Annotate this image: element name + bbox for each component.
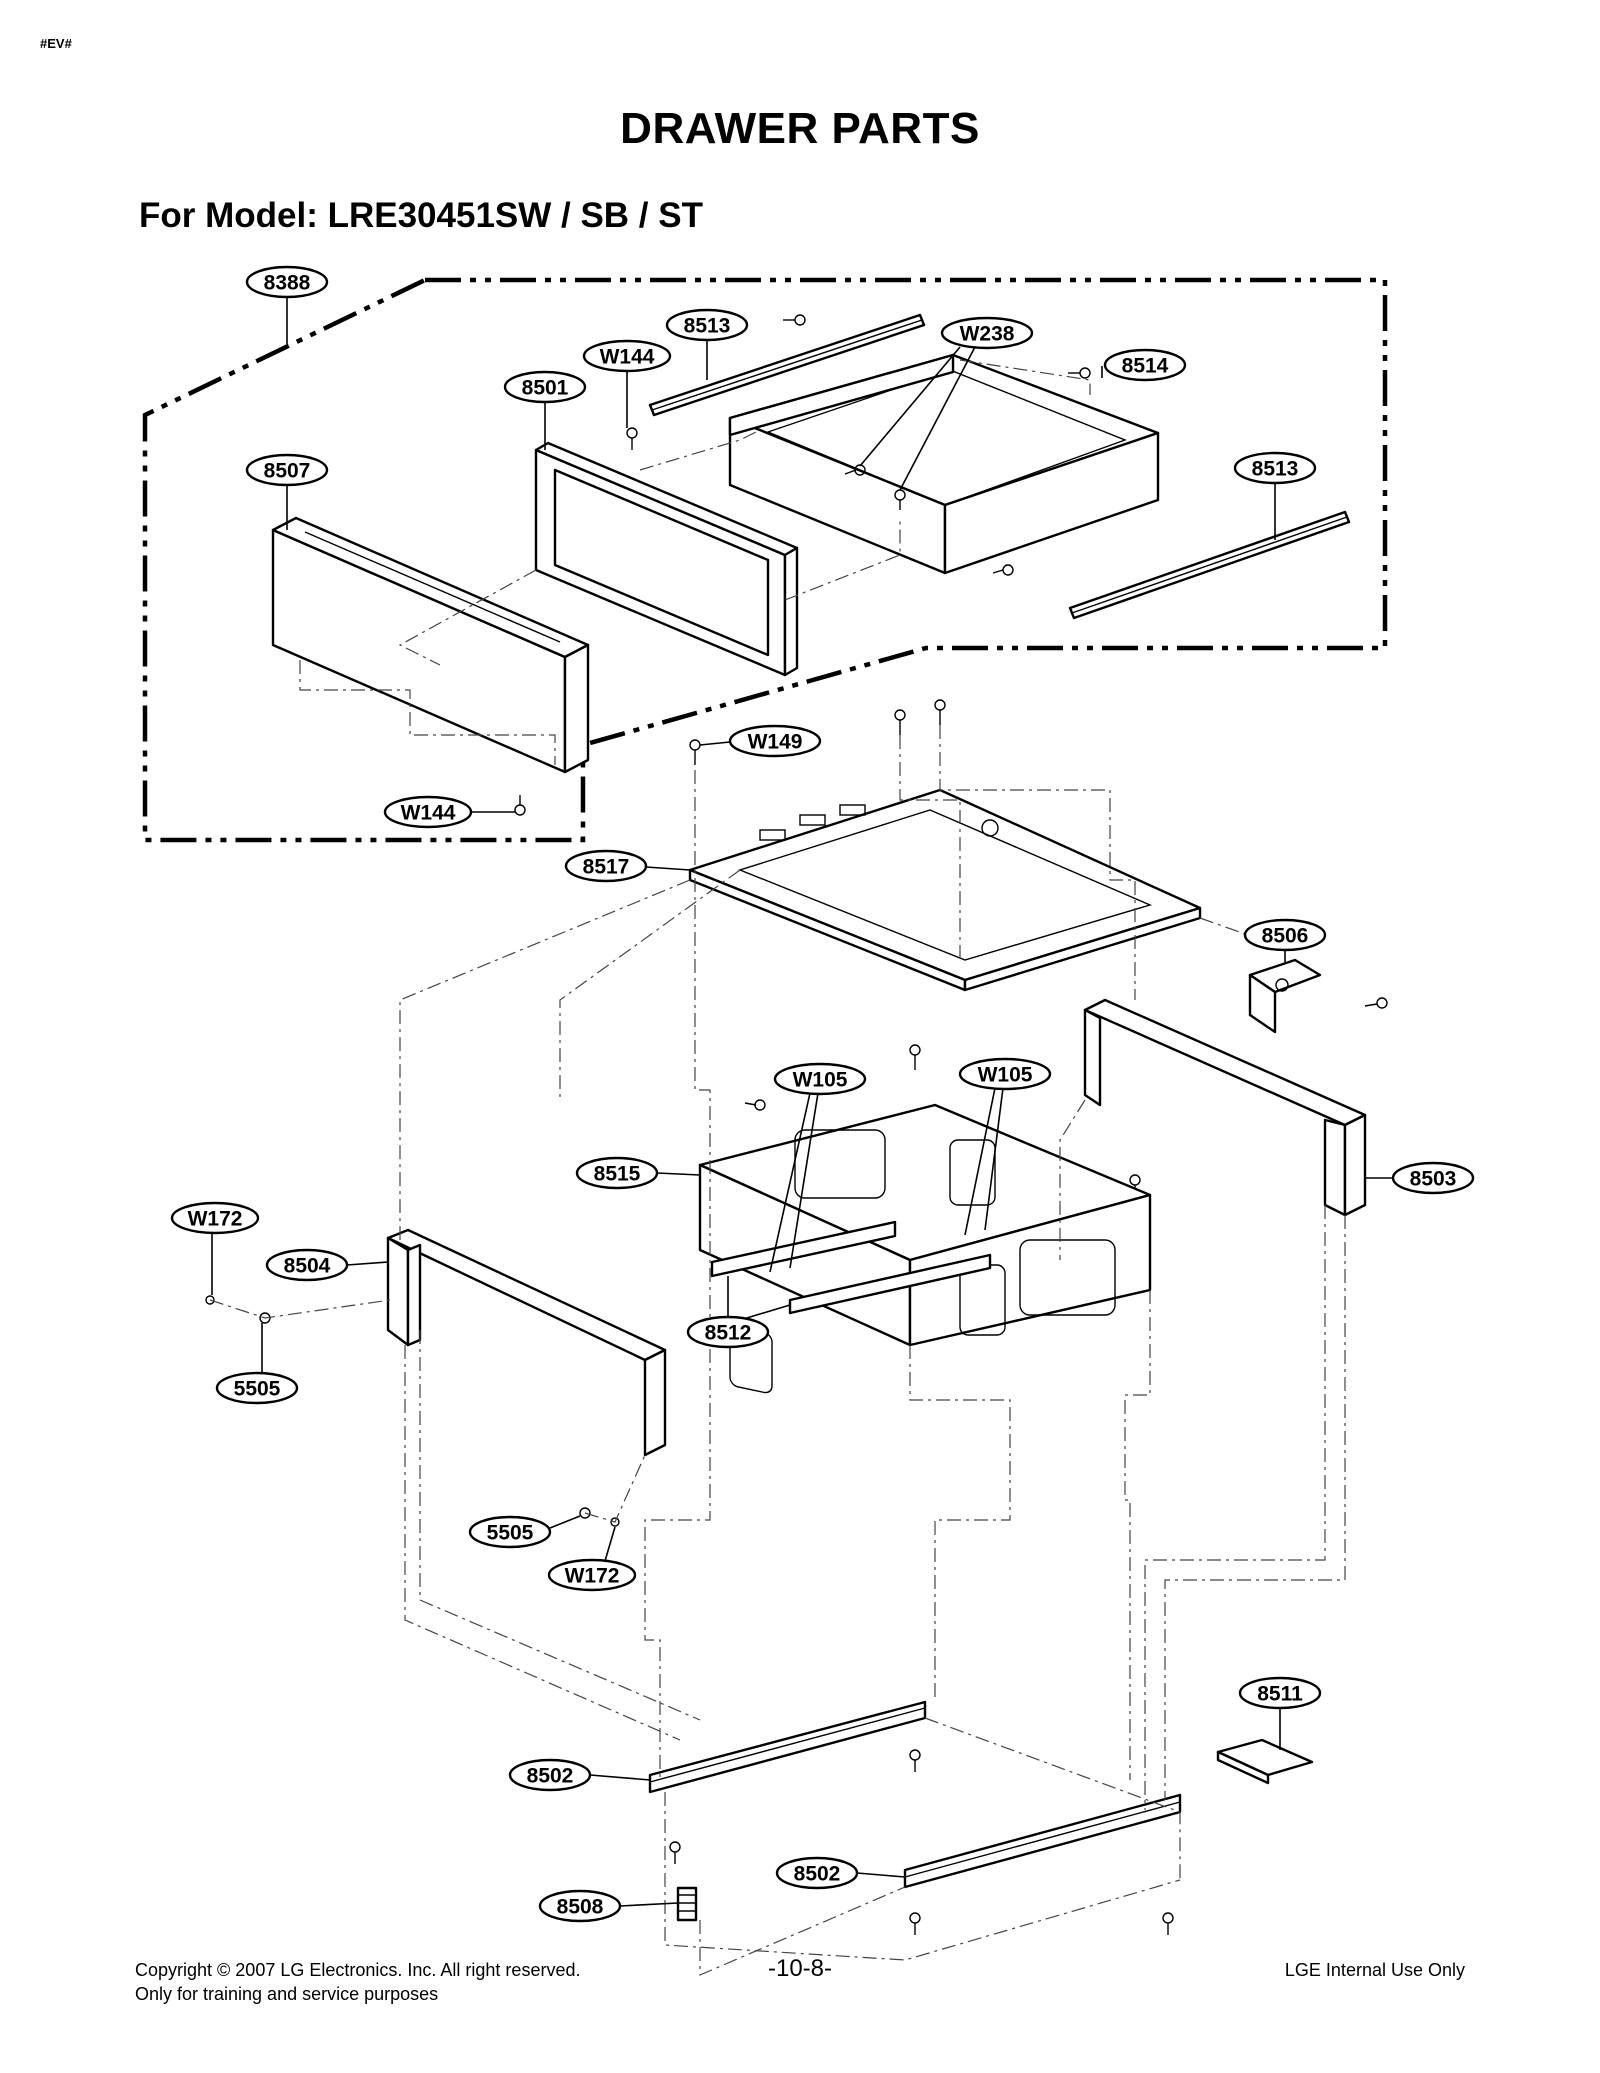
- callout-8517: 8517: [564, 849, 691, 883]
- callout-8513-right: 8513: [1233, 451, 1317, 540]
- chassis-alignment-lines: [209, 725, 1346, 1976]
- callout-label: 8513: [1252, 458, 1299, 481]
- callout-label: W105: [978, 1064, 1033, 1087]
- copyright-notice: Copyright © 2007 LG Electronics. Inc. Al…: [135, 1960, 581, 1980]
- callout-label: W149: [748, 731, 803, 754]
- callout-8515: 8515: [575, 1156, 701, 1190]
- callout-8514: 8514: [1101, 348, 1187, 382]
- callout-w144-top: W144: [582, 339, 672, 428]
- callout-8502-left: 8502: [508, 1758, 651, 1792]
- part-8517-top-cover: [688, 788, 1202, 992]
- part-8512-bracket: [710, 1220, 992, 1315]
- callout-w144-bottom: W144: [383, 795, 515, 829]
- callout-label: 8504: [284, 1255, 331, 1278]
- callout-8503: 8503: [1365, 1161, 1475, 1195]
- part-8503-right-frame: [1083, 998, 1367, 1217]
- callout-label: 5505: [234, 1378, 281, 1401]
- callout-5505-left: 5505: [215, 1323, 299, 1405]
- callout-5505-right: 5505: [468, 1515, 581, 1549]
- part-8514-drawer-tub: [728, 353, 1160, 575]
- callout-label: 8515: [594, 1163, 641, 1186]
- callout-8502-right: 8502: [775, 1856, 906, 1890]
- part-8511-plate: [1216, 1738, 1314, 1785]
- part-8502-bottom-rail-right: [903, 1793, 1182, 1889]
- callout-label: 8502: [794, 1863, 841, 1886]
- document-code: #EV#: [40, 36, 72, 51]
- callout-label: W105: [793, 1069, 848, 1092]
- callout-8507: 8507: [245, 453, 329, 530]
- callout-label: 8513: [684, 315, 731, 338]
- callout-label: W144: [401, 802, 456, 825]
- drawer-assembly-boundary: [142, 277, 1388, 843]
- part-8501-inner-frame: [534, 441, 799, 677]
- callout-label: 8388: [264, 272, 311, 295]
- callout-label: 8507: [264, 460, 311, 483]
- callout-label: W172: [188, 1208, 243, 1231]
- part-8504-left-frame: [386, 1228, 667, 1457]
- part-8502-bottom-rail-left: [648, 1700, 927, 1794]
- part-8513-slide-rail-left: [648, 313, 926, 417]
- callout-8501: 8501: [503, 370, 587, 450]
- callout-label: W238: [960, 323, 1015, 346]
- drawer-screws: [514, 314, 1091, 816]
- callout-label: 8508: [557, 1896, 604, 1919]
- callout-label: 8506: [1262, 925, 1309, 948]
- part-8507-drawer-front: [271, 516, 590, 774]
- callout-w172-left: W172: [170, 1201, 260, 1295]
- callout-label: 8511: [1257, 1683, 1303, 1706]
- callout-label: 8501: [522, 377, 569, 400]
- part-8506-bracket: [1248, 958, 1388, 1034]
- callout-w238: W238: [859, 316, 1034, 491]
- callout-w105-right: W105: [958, 1057, 1052, 1236]
- callout-w105-left: W105: [769, 1062, 867, 1273]
- training-notice: Only for training and service purposes: [135, 1984, 439, 2004]
- page-title: DRAWER PARTS: [620, 104, 980, 153]
- callout-8388: 8388: [245, 265, 329, 348]
- model-heading: For Model: LRE30451SW / SB / ST: [139, 196, 703, 235]
- callout-8508: 8508: [538, 1889, 679, 1923]
- internal-use-notice: LGE Internal Use Only: [1284, 1960, 1465, 1980]
- callout-label: 8502: [527, 1765, 574, 1788]
- callout-8511: 8511: [1238, 1676, 1322, 1750]
- bottom-screws: [205, 1295, 1174, 1935]
- callout-label: 8503: [1410, 1168, 1457, 1191]
- callout-8504: 8504: [265, 1248, 389, 1282]
- callout-label: W144: [600, 346, 655, 369]
- callout-w172-right: W172: [547, 1526, 637, 1592]
- callout-label: 8517: [583, 856, 630, 879]
- callout-w149: W149: [699, 724, 822, 758]
- callout-label: 8512: [705, 1322, 752, 1345]
- part-8508-leveling-leg: [676, 1886, 698, 1922]
- callout-label: 5505: [487, 1522, 534, 1545]
- callout-8513-top: 8513: [665, 308, 749, 380]
- callout-label: W172: [565, 1565, 620, 1588]
- drawer-alignment-lines: [299, 359, 1091, 765]
- callout-8512: 8512: [686, 1276, 791, 1349]
- page-number: -10-8-: [767, 1955, 833, 1982]
- callout-8506: 8506: [1243, 918, 1327, 962]
- callout-label: 8514: [1122, 355, 1169, 378]
- part-8513-slide-rail-right: [1068, 510, 1351, 620]
